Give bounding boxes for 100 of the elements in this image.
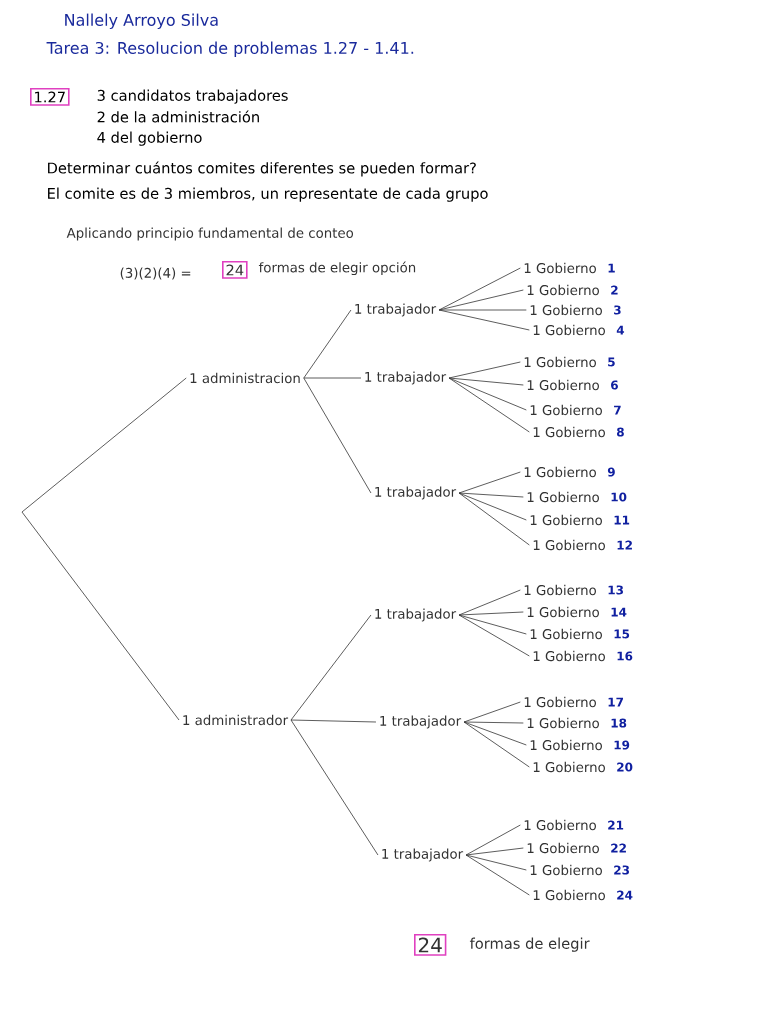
leaf-label: 1 Gobierno — [524, 262, 596, 274]
branch-label: 1 trabajador — [355, 303, 437, 317]
branch-line — [458, 611, 524, 616]
leaf-label: 1 Gobierno — [533, 539, 605, 551]
branch-line — [303, 377, 372, 494]
leaf-number: 23 — [614, 865, 629, 875]
branch-line — [465, 854, 527, 871]
leaf-number: 14 — [611, 607, 627, 617]
branch-line — [21, 377, 187, 513]
branch-line — [458, 492, 530, 546]
leaf-number: 24 — [617, 890, 633, 900]
leaf-label: 1 Gobierno — [530, 864, 602, 876]
branch-line — [463, 721, 527, 746]
leaf-label: 1 Gobierno — [533, 761, 605, 773]
leaf-label: 1 Gobierno — [524, 584, 596, 596]
branch-label: 1 trabajador — [380, 715, 462, 729]
branch-line — [465, 847, 524, 856]
leaf-number: 20 — [617, 762, 633, 772]
leaf-label: 1 Gobierno — [524, 696, 596, 708]
leaf-number: 18 — [611, 718, 627, 728]
branch-label: 1 trabajador — [375, 486, 457, 500]
branch-line — [290, 719, 377, 723]
handwritten-text: formas de elegir opción — [258, 261, 416, 276]
leaf-number: 7 — [614, 405, 621, 415]
branch-line — [438, 267, 521, 311]
branch-line — [458, 471, 521, 494]
branch-line — [303, 377, 362, 379]
branch-line — [458, 492, 527, 521]
branch-line — [458, 614, 530, 657]
leaf-number: 15 — [614, 629, 630, 639]
leaf-number: 12 — [617, 540, 632, 550]
branch-label: 1 trabajador — [365, 371, 447, 385]
branch-line — [448, 377, 530, 433]
leaf-number: 10 — [611, 492, 627, 502]
branch-label: 1 trabajador — [375, 608, 457, 622]
leaf-number: 3 — [614, 305, 621, 315]
leaf-number: 2 — [611, 285, 618, 295]
handwritten-text: 3 candidatos trabajadores — [97, 89, 288, 104]
leaf-label: 1 Gobierno — [533, 324, 605, 336]
boxed-number: 1.27 — [30, 88, 70, 106]
leaf-label: 1 Gobierno — [533, 889, 605, 901]
branch-line — [458, 492, 524, 498]
leaf-label: 1 Gobierno — [527, 379, 599, 391]
leaf-number: 17 — [608, 697, 623, 707]
leaf-label: 1 Gobierno — [527, 842, 599, 854]
branch-line — [448, 377, 527, 411]
leaf-number: 13 — [608, 585, 623, 595]
leaf-number: 8 — [617, 427, 624, 437]
branch-line — [463, 721, 530, 768]
leaf-label: 1 Gobierno — [530, 404, 602, 416]
branch-line — [21, 511, 180, 721]
handwritten-text: Nallely Arroyo Silva — [65, 13, 218, 30]
branch-line — [303, 309, 352, 379]
handwritten-text: Aplicando principio fundamental de conteo — [66, 227, 354, 241]
branch-line — [290, 614, 372, 721]
branch-line — [448, 361, 521, 379]
leaf-label: 1 Gobierno — [527, 284, 599, 296]
leaf-number: 21 — [608, 820, 624, 830]
leaf-label: 1 Gobierno — [533, 650, 605, 662]
branch-line — [458, 589, 521, 616]
leaf-label: 1 Gobierno — [530, 514, 602, 526]
leaf-label: 1 Gobierno — [533, 426, 605, 438]
branch-line — [463, 721, 524, 724]
leaf-label: 1 Gobierno — [530, 304, 602, 316]
leaf-number: 1 — [608, 263, 615, 273]
leaf-number: 19 — [614, 740, 630, 750]
branch-line — [438, 309, 530, 331]
branch-line — [290, 719, 379, 856]
handwritten-text: Determinar cuántos comites diferentes se pueden formar? — [48, 161, 476, 177]
handwritten-text: Tarea 3: Resolucion de problemas 1.27 - 1.41. — [46, 41, 414, 58]
branch-line — [448, 377, 524, 386]
leaf-label: 1 Gobierno — [524, 356, 596, 368]
handwritten-text: 4 del gobierno — [97, 131, 202, 146]
leaf-label: 1 Gobierno — [527, 717, 599, 729]
branch-line — [438, 309, 527, 311]
leaf-number: 16 — [617, 651, 633, 661]
leaf-label: 1 Gobierno — [530, 739, 602, 751]
handwritten-text: 2 de la administración — [97, 110, 259, 123]
leaf-label: 1 Gobierno — [527, 606, 599, 618]
branch-label: 1 trabajador — [382, 848, 464, 862]
leaf-label: 1 Gobierno — [524, 466, 596, 478]
leaf-number: 6 — [611, 380, 618, 390]
branch-line — [458, 614, 527, 635]
branch-line — [465, 824, 521, 856]
leaf-number: 22 — [611, 843, 626, 853]
leaf-number: 5 — [608, 357, 615, 367]
handwritten-text: (3)(2)(4) = — [120, 267, 191, 280]
leaf-number: 11 — [614, 515, 630, 525]
branch-line — [465, 854, 530, 896]
boxed-number: 24 — [414, 934, 447, 956]
handwritten-text: formas de elegir — [469, 937, 590, 952]
boxed-number: 24 — [222, 261, 248, 279]
leaf-number: 4 — [616, 325, 625, 335]
leaf-number: 9 — [607, 467, 615, 477]
leaf-label: 1 Gobierno — [527, 491, 599, 503]
handwritten-text: El comite es de 3 miembros, un representate de cada grupo — [48, 187, 488, 202]
branch-label: 1 administracion — [190, 372, 300, 384]
branch-label: 1 administrador — [183, 714, 289, 726]
leaf-label: 1 Gobierno — [524, 819, 596, 831]
leaf-label: 1 Gobierno — [530, 628, 602, 640]
